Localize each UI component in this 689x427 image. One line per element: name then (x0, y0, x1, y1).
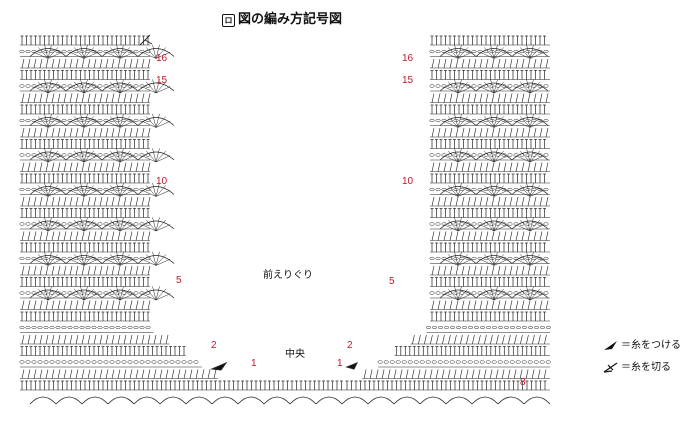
legend-cut: ＝糸を切る (603, 358, 671, 373)
cut-yarn-icon (603, 362, 618, 373)
row-label-left-16: 16 (156, 53, 168, 64)
legend-attach-text: ＝糸をつける (621, 340, 681, 351)
row-label-right-1: 1 (337, 358, 343, 369)
row-label-left-5: 5 (176, 275, 182, 286)
row-label-left-1: 1 (251, 358, 257, 369)
row-label-left-10: 10 (156, 176, 168, 187)
row-label-right-10: 10 (402, 176, 414, 187)
legend-attach: ＝糸をつける (603, 336, 681, 351)
row-label-right-2: 2 (347, 340, 353, 351)
diagram-title: ロ図の編み方記号図 (222, 8, 342, 27)
center-label: 中央 (285, 349, 305, 360)
attach-yarn-icon (604, 341, 617, 350)
legend-cut-text: ＝糸を切る (621, 362, 671, 373)
title-box-icon: ロ (222, 14, 235, 27)
row-label-right-8: 8 (520, 377, 526, 388)
row-label-left-2: 2 (211, 340, 217, 351)
row-label-right-16: 16 (402, 53, 414, 64)
row-label-left-15: 15 (156, 75, 168, 86)
title-text: 図の編み方記号図 (238, 12, 343, 27)
neckline-label: 前えりぐり (263, 270, 313, 281)
row-label-right-5: 5 (389, 276, 395, 287)
row-label-right-15: 15 (402, 75, 414, 86)
